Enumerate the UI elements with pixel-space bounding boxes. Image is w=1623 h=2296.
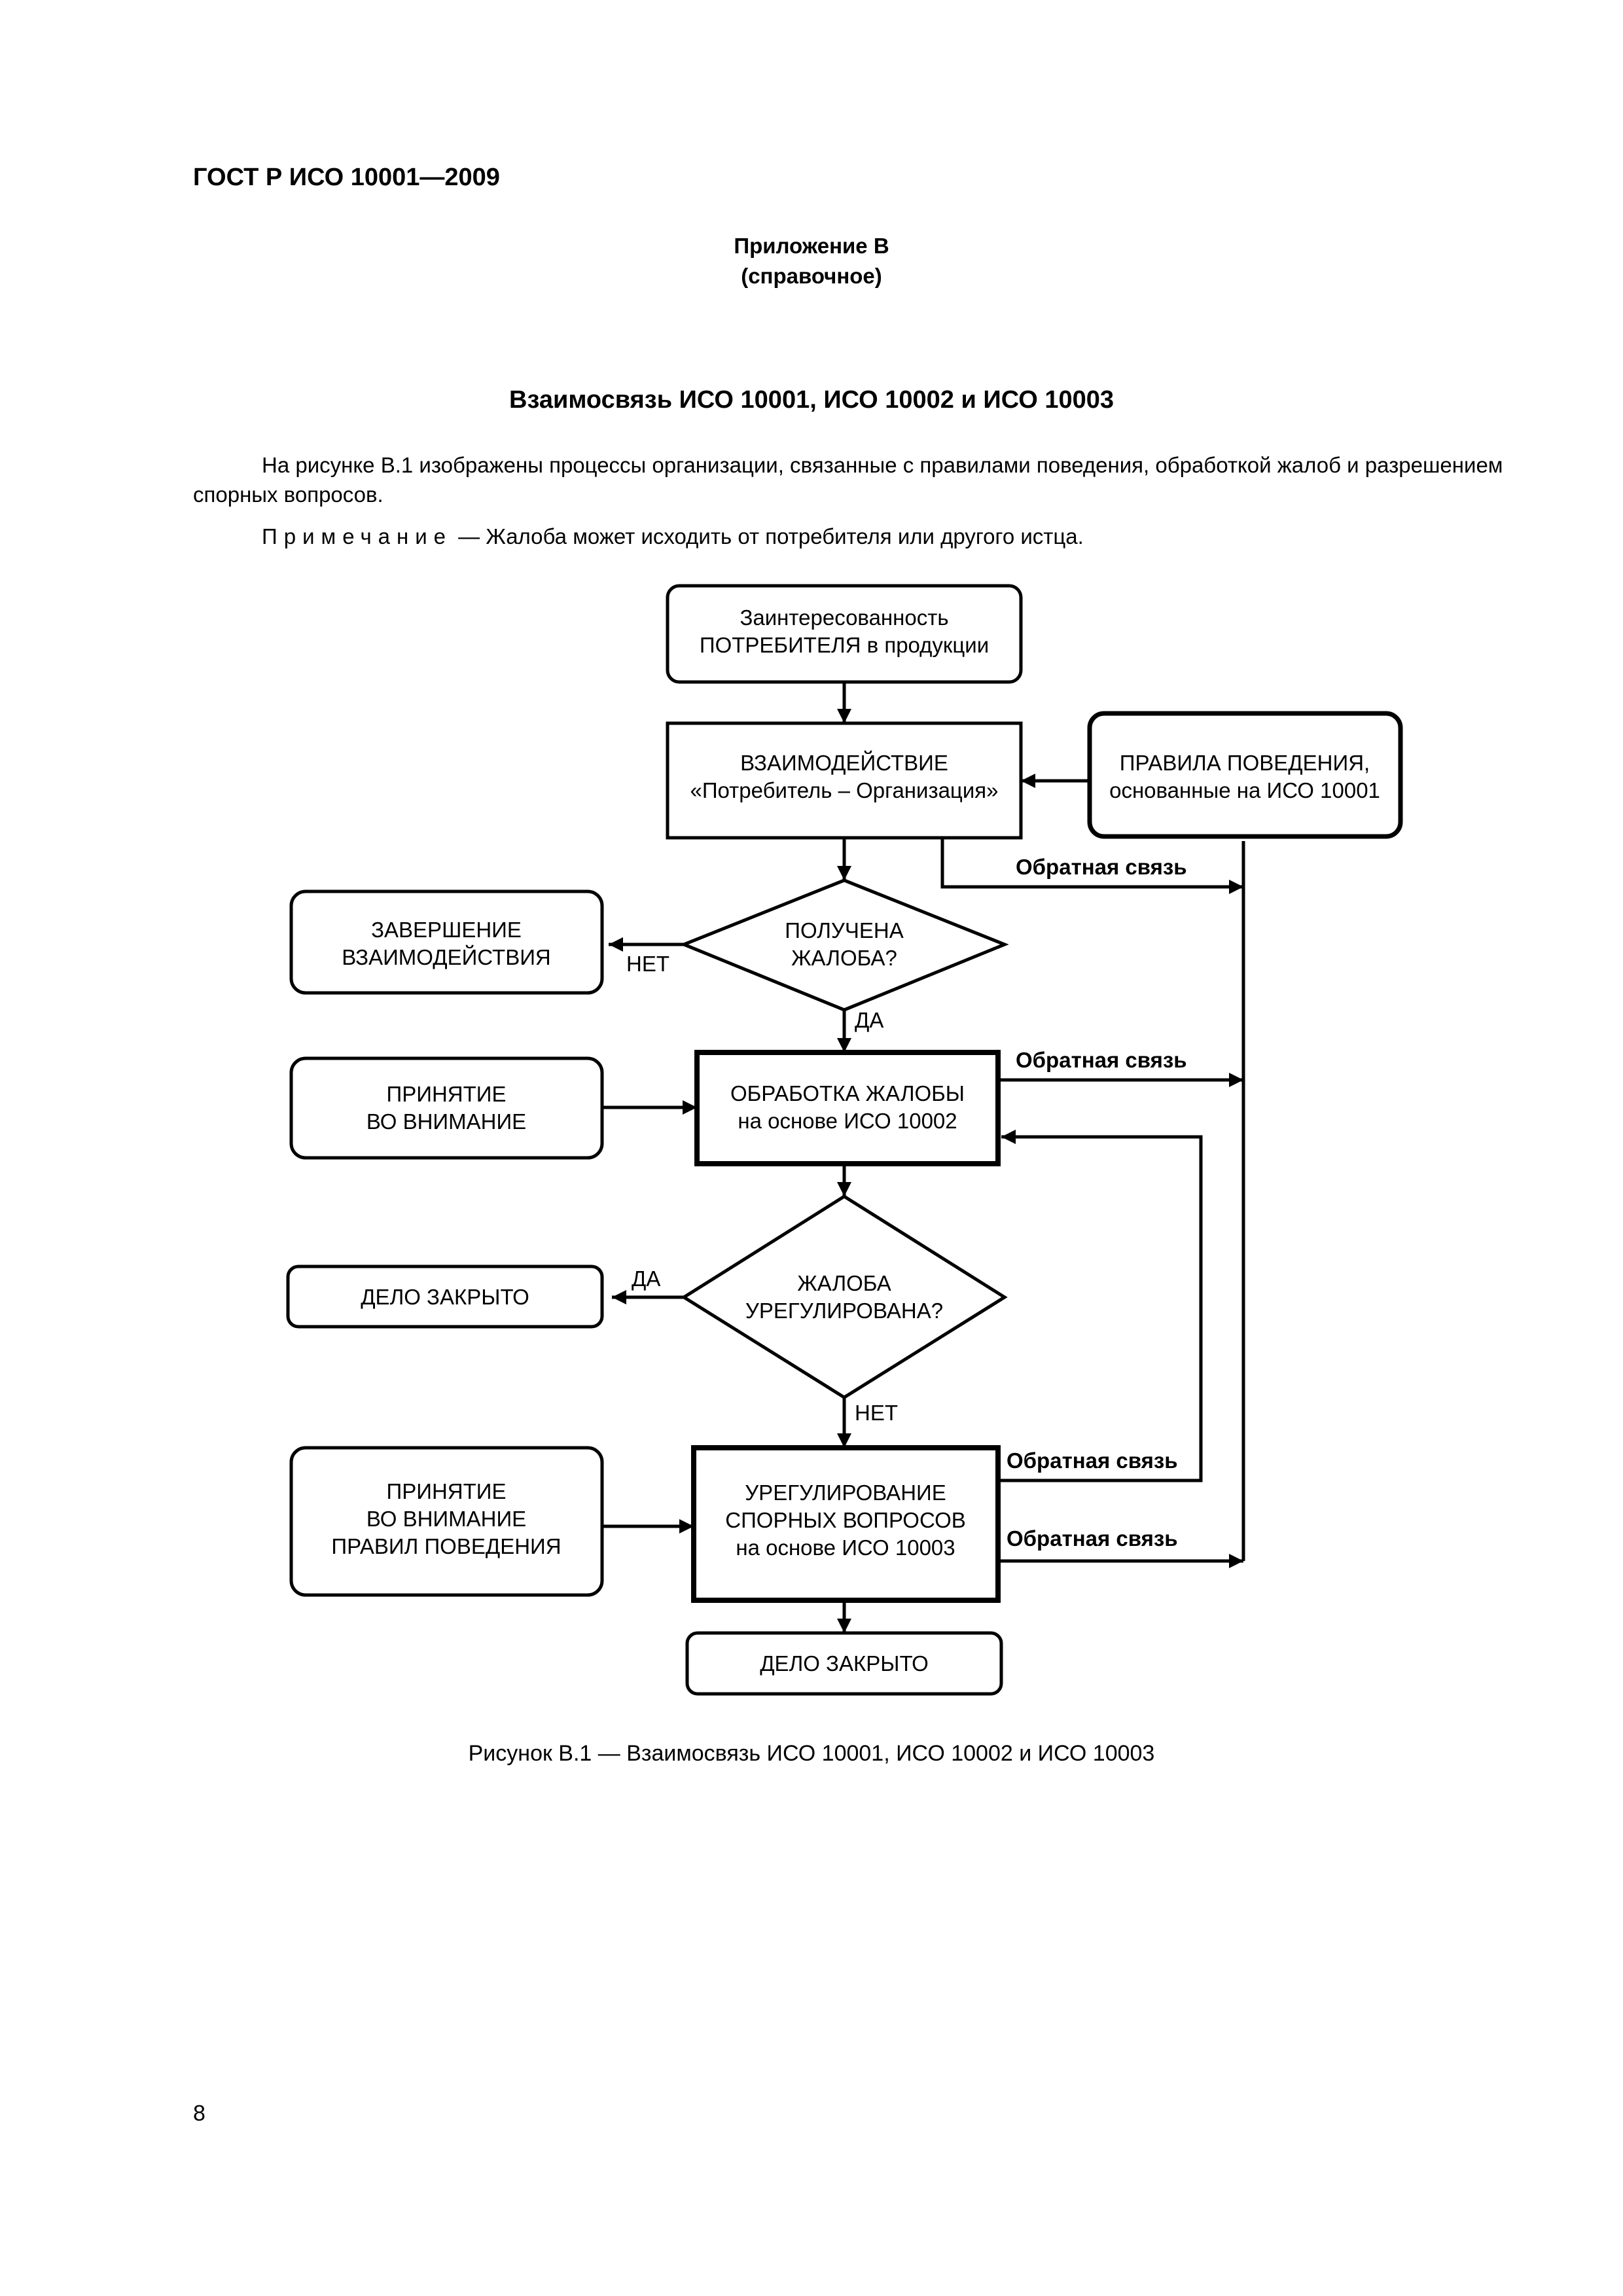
consideration-line-2: ВО ВНИМАНИЕ bbox=[366, 1109, 526, 1134]
conduct-rules-line-2: основанные на ИСО 10001 bbox=[1109, 778, 1380, 802]
complaint-received-line-2: ЖАЛОБА? bbox=[791, 946, 897, 970]
complaint-received-line-1: ПОЛУЧЕНА bbox=[785, 918, 903, 942]
end-interaction-line-1: ЗАВЕРШЕНИЕ bbox=[371, 918, 522, 942]
intro-paragraph-text: На рисунке В.1 изображены процессы орган… bbox=[193, 453, 1503, 507]
interest-line-1: Заинтересованность bbox=[740, 605, 948, 630]
interaction-line-1: ВЗАИМОДЕЙСТВИЕ bbox=[740, 751, 948, 775]
complaint-handling-line-1: ОБРАБОТКА ЖАЛОБЫ bbox=[730, 1081, 965, 1105]
consideration-box bbox=[289, 1056, 604, 1160]
note-text: — Жалоба может исходить от потребителя и… bbox=[452, 524, 1084, 548]
conduct-rules-box bbox=[1087, 711, 1403, 839]
dispute-line-1: УРЕГУЛИРОВАНИЕ bbox=[745, 1480, 946, 1505]
note: Примечание — Жалоба может исходить от по… bbox=[193, 522, 1522, 551]
consideration-rules-line-2: ВО ВНИМАНИЕ bbox=[366, 1507, 526, 1531]
connector-feedback-1 bbox=[940, 838, 1243, 894]
complaint-handling-line-2: на основе ИСО 10002 bbox=[738, 1109, 957, 1133]
document-code: ГОСТ Р ИСО 10001—2009 bbox=[193, 164, 500, 191]
feedback-label-3: Обратная связь bbox=[1007, 1448, 1178, 1473]
interest-box bbox=[666, 584, 1023, 684]
complaint-resolved-decision bbox=[681, 1194, 1008, 1399]
case-closed-box-1 bbox=[286, 1265, 604, 1329]
interest-line-2: ПОТРЕБИТЕЛЯ в продукции bbox=[700, 633, 989, 657]
consideration-line-1: ПРИНЯТИЕ bbox=[387, 1082, 507, 1106]
no-label-1: НЕТ bbox=[626, 952, 669, 976]
note-label: Примечание bbox=[262, 524, 453, 548]
consideration-rules-line-3: ПРАВИЛ ПОВЕДЕНИЯ bbox=[331, 1534, 561, 1558]
consideration-rules-box bbox=[289, 1446, 604, 1597]
dispute-line-3: на основе ИСО 10003 bbox=[736, 1535, 955, 1560]
feedback-label-2: Обратная связь bbox=[1016, 1048, 1187, 1072]
interaction-box bbox=[666, 721, 1023, 840]
case-closed-2-text: ДЕЛО ЗАКРЫТО bbox=[760, 1651, 929, 1676]
feedback-label-4: Обратная связь bbox=[1007, 1526, 1178, 1551]
feedback-label-1: Обратная связь bbox=[1016, 855, 1187, 879]
complaint-resolved-line-2: УРЕГУЛИРОВАНА? bbox=[745, 1299, 943, 1323]
interaction-line-2: «Потребитель – Организация» bbox=[690, 778, 998, 802]
dispute-resolution-box bbox=[691, 1445, 1001, 1603]
end-interaction-line-2: ВЗАИМОДЕЙСТВИЯ bbox=[342, 945, 551, 969]
page-number: 8 bbox=[193, 2101, 205, 2126]
connector-feedback-loop bbox=[998, 1130, 1203, 1482]
complaint-received-decision bbox=[679, 878, 1009, 1012]
yes-label-2: ДА bbox=[632, 1266, 660, 1291]
intro-paragraph: На рисунке В.1 изображены процессы орган… bbox=[193, 450, 1522, 509]
appendix-type: (справочное) bbox=[741, 264, 882, 288]
case-closed-1-text: ДЕЛО ЗАКРЫТО bbox=[361, 1285, 529, 1309]
figure-caption: Рисунок В.1 — Взаимосвязь ИСО 10001, ИСО… bbox=[468, 1741, 1155, 1766]
yes-label-1: ДА bbox=[855, 1008, 883, 1032]
section-title: Взаимосвязь ИСО 10001, ИСО 10002 и ИСО 1… bbox=[509, 386, 1114, 414]
conduct-rules-line-1: ПРАВИЛА ПОВЕДЕНИЯ, bbox=[1120, 751, 1370, 775]
complaint-handling-box bbox=[694, 1050, 1001, 1166]
consideration-rules-line-1: ПРИНЯТИЕ bbox=[387, 1479, 507, 1503]
case-closed-box-2 bbox=[685, 1631, 1003, 1696]
complaint-resolved-line-1: ЖАЛОБА bbox=[797, 1271, 891, 1295]
appendix-title: Приложение В bbox=[734, 234, 889, 258]
end-interaction-box bbox=[289, 889, 604, 995]
no-label-2: НЕТ bbox=[855, 1401, 898, 1425]
dispute-line-2: СПОРНЫХ ВОПРОСОВ bbox=[725, 1508, 966, 1532]
